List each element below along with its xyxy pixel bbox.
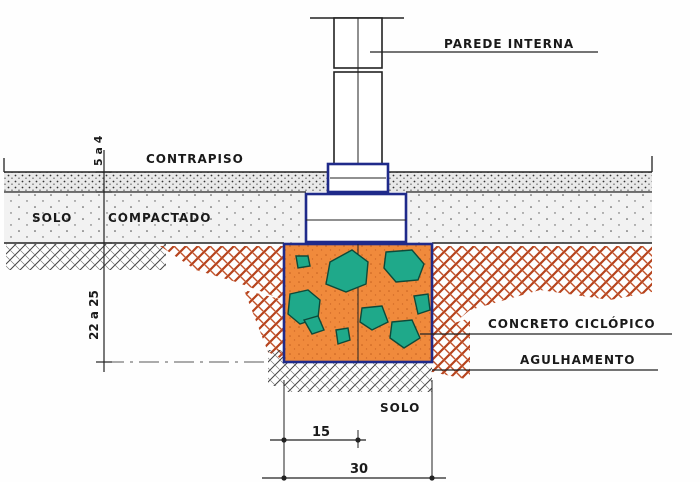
ground-hatch-left xyxy=(6,244,166,270)
dimension-bottom xyxy=(262,380,446,481)
soil-hatch-red xyxy=(160,246,652,380)
label-solo-compactado-b: COMPACTADO xyxy=(108,211,211,225)
contrapiso-layer xyxy=(3,156,653,193)
dim-depth: 22 a 25 xyxy=(87,290,101,340)
label-solo: SOLO xyxy=(380,401,420,415)
concrete-stones xyxy=(287,249,431,349)
cyclopean-concrete-footing xyxy=(282,242,434,364)
label-concreto-ciclopico: CONCRETO CICLÓPICO xyxy=(488,316,656,331)
label-contrapiso: CONTRAPISO xyxy=(146,152,244,166)
dim-full-width: 30 xyxy=(350,462,368,477)
label-parede-interna: PAREDE INTERNA xyxy=(444,37,574,51)
solo-compactado-layer xyxy=(4,193,652,244)
wall-base-steps xyxy=(304,162,408,244)
label-solo-compactado-a: SOLO xyxy=(32,211,72,225)
label-agulhamento: AGULHAMENTO xyxy=(520,353,635,367)
internal-wall xyxy=(310,17,404,165)
dimension-left xyxy=(96,150,270,372)
dim-contrapiso-thickness: 5 a 4 xyxy=(92,135,105,166)
dim-half-width: 15 xyxy=(312,425,330,440)
